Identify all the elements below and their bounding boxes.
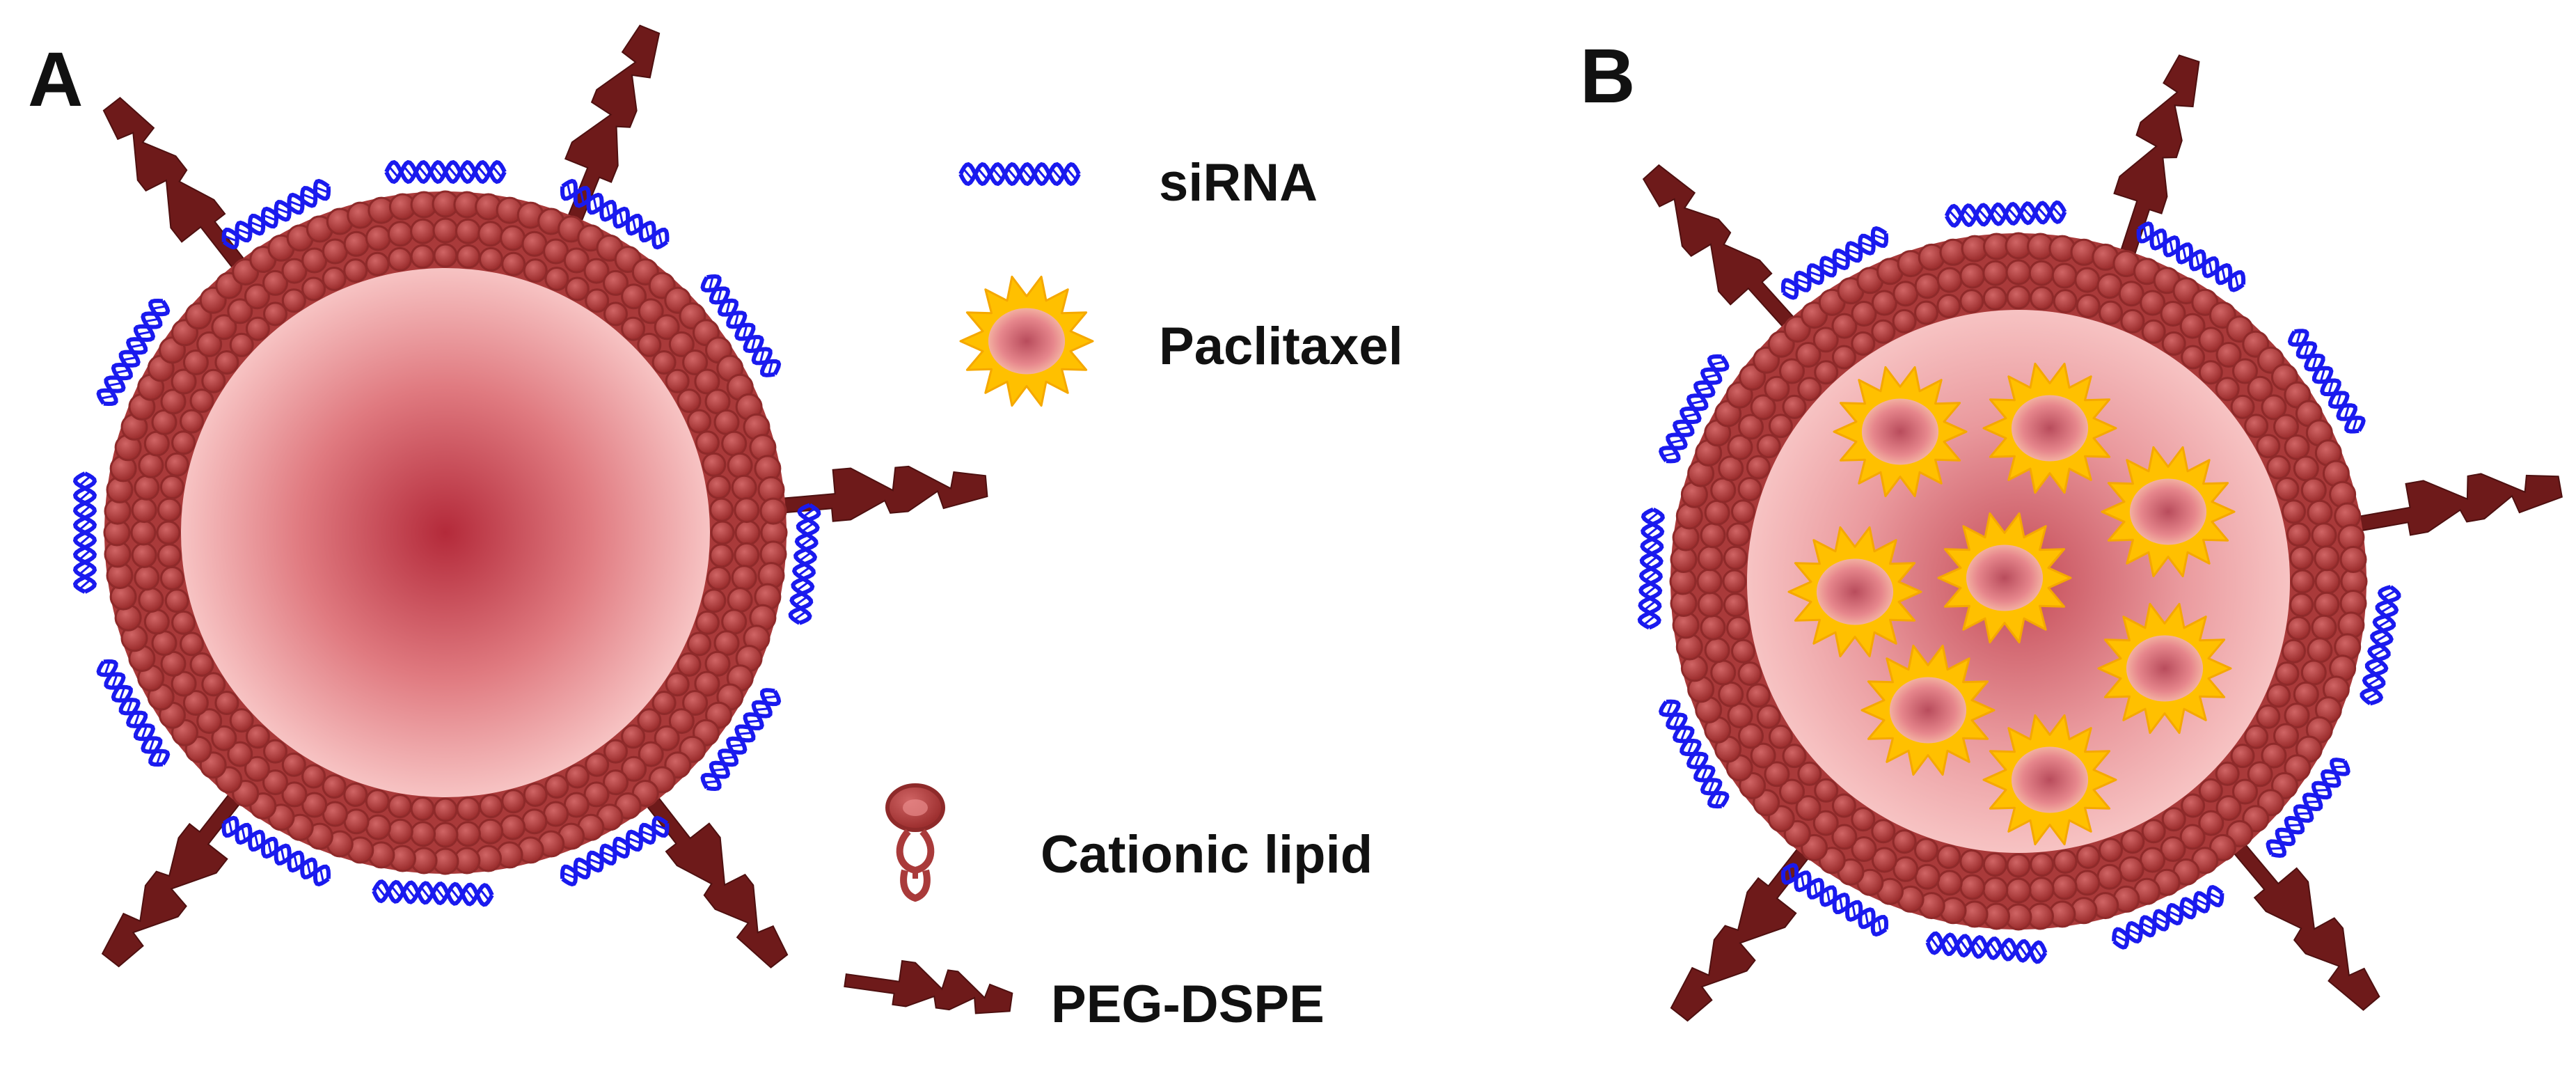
sirna-strand bbox=[1925, 931, 2048, 964]
sirna-strand bbox=[1944, 200, 2067, 228]
paclitaxel-molecule bbox=[2097, 602, 2232, 735]
paclitaxel-molecule bbox=[1787, 526, 1922, 658]
sirna-strand bbox=[384, 159, 507, 185]
sirna-strand bbox=[2287, 329, 2366, 434]
peg-dspe-chain bbox=[560, 24, 661, 240]
peg-dspe-legend-icon bbox=[844, 959, 1013, 1014]
sirna-strand bbox=[1637, 507, 1665, 630]
paclitaxel-molecule bbox=[1860, 644, 1996, 776]
sirna-strand bbox=[1780, 863, 1889, 937]
peg-dspe-chain bbox=[2113, 54, 2200, 274]
sirna-strand bbox=[2266, 758, 2350, 858]
cationic-lipid-legend-label: Cationic lipid bbox=[1041, 825, 1373, 884]
aqueous-core-a bbox=[181, 268, 710, 797]
sirna-strand bbox=[560, 178, 670, 250]
paclitaxel-molecule bbox=[1833, 366, 1968, 498]
sirna-legend-icon bbox=[958, 162, 1081, 187]
sirna-strand bbox=[2360, 585, 2401, 706]
sirna-strand bbox=[1659, 354, 1730, 464]
nanoparticle-b bbox=[1637, 54, 2563, 1022]
sirna-strand bbox=[372, 879, 494, 907]
paclitaxel-legend-icon bbox=[959, 275, 1094, 407]
panel-b-label: B bbox=[1580, 33, 1636, 119]
sirna-strand bbox=[2136, 221, 2246, 292]
peg-dspe-chain bbox=[763, 465, 988, 522]
sirna-strand bbox=[96, 659, 171, 767]
peg-dspe-chains-a bbox=[101, 24, 988, 969]
paclitaxel-cargo bbox=[1787, 362, 2236, 846]
sirna-strand bbox=[560, 815, 670, 887]
peg-dspe-chain bbox=[2220, 828, 2380, 1011]
paclitaxel-molecule bbox=[1937, 512, 2072, 644]
panel-a-label: A bbox=[28, 37, 84, 123]
sirna-legend-label: siRNA bbox=[1159, 153, 1318, 212]
lipid-heads-b bbox=[1669, 232, 2368, 931]
sirna-strand bbox=[700, 688, 782, 792]
sirna-strand bbox=[96, 298, 171, 407]
paclitaxel-molecule bbox=[2101, 446, 2236, 578]
sirna-strands-a bbox=[72, 159, 821, 907]
peg-dspe-chain bbox=[1642, 164, 1808, 343]
peg-dspe-chain bbox=[101, 778, 253, 968]
sirna-strand bbox=[221, 178, 331, 250]
sirna-strand bbox=[72, 471, 97, 594]
sirna-strand bbox=[958, 162, 1081, 187]
cationic-lipid-legend-icon bbox=[885, 783, 945, 902]
paclitaxel-molecule bbox=[1982, 714, 2117, 846]
paclitaxel-molecule bbox=[1982, 362, 2117, 494]
peg-dspe-chain bbox=[102, 97, 258, 285]
peg-dspe-chain bbox=[2339, 473, 2563, 536]
sirna-strand bbox=[1780, 226, 1889, 300]
sirna-strand bbox=[221, 815, 331, 887]
peg-dspe-chain bbox=[844, 959, 1013, 1014]
paclitaxel-legend-label: Paclitaxel bbox=[1159, 317, 1403, 376]
paclitaxel-molecule bbox=[959, 275, 1094, 407]
peg-dspe-chains-b bbox=[1642, 54, 2563, 1022]
sirna-strand bbox=[788, 503, 821, 625]
lipid-heads-a bbox=[103, 190, 788, 875]
sirna-strand bbox=[2112, 884, 2225, 950]
peg-dspe-legend-label: PEG-DSPE bbox=[1051, 975, 1325, 1034]
sirna-strand bbox=[1659, 699, 1730, 809]
sirna-strand bbox=[700, 274, 782, 377]
sirna-strands-b bbox=[1637, 200, 2401, 964]
peg-dspe-chain bbox=[633, 781, 789, 969]
nanoparticle-a bbox=[72, 24, 988, 969]
